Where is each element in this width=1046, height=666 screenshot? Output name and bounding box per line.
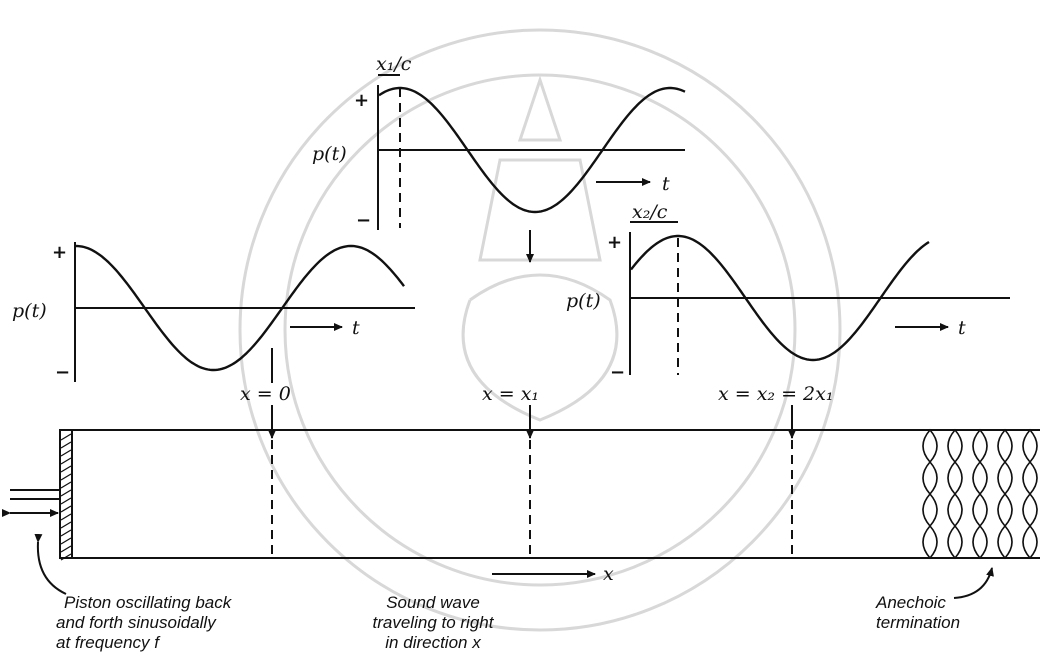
anechoic-wedge bbox=[1022, 460, 1038, 496]
plot-right-plus: + bbox=[607, 232, 622, 253]
anechoic-wedge bbox=[1022, 524, 1038, 560]
anechoic-wedge bbox=[997, 492, 1013, 528]
piston-hatch-line bbox=[60, 433, 72, 441]
caption-wave-line1: Sound wave bbox=[386, 593, 480, 612]
piston-hatch-line bbox=[60, 465, 72, 473]
plot-left-plus: + bbox=[52, 242, 67, 263]
caption-piston-line2: and forth sinusoidally bbox=[56, 613, 217, 632]
plot-top-delay-label: x₁/c bbox=[376, 53, 412, 75]
anechoic-wedge bbox=[922, 492, 938, 528]
anechoic-wedge bbox=[947, 428, 963, 464]
piston-hatch-line bbox=[60, 481, 72, 489]
anechoic-wedge bbox=[1022, 428, 1038, 464]
caption-termination-line1: Anechoic bbox=[875, 593, 946, 612]
anechoic-wedge bbox=[922, 524, 938, 560]
position-label-x2: x = x₂ = 2x₁ bbox=[718, 383, 833, 405]
caption-piston-leader bbox=[34, 533, 67, 595]
caption-piston-line1: Piston oscillating back bbox=[64, 593, 233, 612]
anechoic-wedge bbox=[947, 460, 963, 496]
piston-hatch-line bbox=[60, 529, 72, 537]
caption-piston-line3: at frequency f bbox=[56, 633, 161, 652]
plot-left-p-label: p(t) bbox=[12, 300, 47, 322]
anechoic-wedge bbox=[997, 524, 1013, 560]
piston-hatch-line bbox=[60, 513, 72, 521]
anechoic-wedge bbox=[997, 428, 1013, 464]
piston-hatch-line bbox=[60, 449, 72, 457]
caption-termination: Anechoic termination bbox=[875, 567, 994, 632]
anechoic-wedge bbox=[922, 460, 938, 496]
plot-left-sine-curve bbox=[75, 244, 405, 372]
x-direction-label: x bbox=[603, 563, 614, 585]
anechoic-wedge bbox=[1022, 492, 1038, 528]
caption-termination-leader bbox=[953, 567, 994, 599]
anechoic-wedge bbox=[947, 524, 963, 560]
position-label-x0: x = 0 bbox=[240, 383, 291, 405]
plot-top-sine-curve bbox=[378, 86, 686, 214]
piston-hatch-line bbox=[60, 497, 72, 505]
piston-hatching bbox=[60, 433, 72, 561]
plot-top-plus: + bbox=[354, 90, 369, 111]
plot-left-minus: − bbox=[55, 362, 70, 383]
anechoic-wedges bbox=[922, 428, 1038, 560]
plot-top-minus: − bbox=[356, 210, 371, 231]
position-label-x1: x = x₁ bbox=[482, 383, 539, 405]
caption-termination-line2: termination bbox=[876, 613, 960, 632]
plot-right-p-label: p(t) bbox=[566, 290, 601, 312]
anechoic-wedge bbox=[972, 428, 988, 464]
caption-wave: Sound wave traveling to right in directi… bbox=[373, 593, 495, 652]
piston-hatch-line bbox=[60, 489, 72, 497]
plot-right-sine-curve bbox=[630, 234, 930, 362]
piston-hatch-line bbox=[60, 553, 72, 561]
caption-wave-line2: traveling to right bbox=[373, 613, 495, 632]
piston-hatch-line bbox=[60, 505, 72, 513]
piston-hatch-line bbox=[60, 457, 72, 465]
plot-left: + − p(t) t bbox=[12, 242, 415, 383]
plot-top-t-label: t bbox=[662, 173, 670, 195]
piston-hatch-line bbox=[60, 537, 72, 545]
piston-hatch-line bbox=[60, 521, 72, 529]
watermark-seal bbox=[238, 28, 842, 632]
plot-right-t-label: t bbox=[958, 317, 966, 339]
anechoic-wedge bbox=[972, 492, 988, 528]
anechoic-wedge bbox=[922, 428, 938, 464]
plot-top: x₁/c + − p(t) t bbox=[312, 53, 686, 263]
position-markers: x = 0 x = x₁ x = x₂ = 2x₁ bbox=[240, 383, 833, 439]
anechoic-wedge bbox=[972, 524, 988, 560]
plot-right-minus: − bbox=[610, 362, 625, 383]
piston-hatch-line bbox=[60, 441, 72, 449]
caption-wave-line3: in direction x bbox=[385, 633, 481, 652]
plot-left-t-label: t bbox=[352, 317, 360, 339]
caption-piston: Piston oscillating back and forth sinuso… bbox=[34, 533, 233, 652]
anechoic-wedge bbox=[972, 460, 988, 496]
anechoic-wedge bbox=[997, 460, 1013, 496]
plot-top-p-label: p(t) bbox=[312, 143, 347, 165]
piston-face bbox=[59, 429, 73, 559]
plot-right: x₂/c + − p(t) t bbox=[566, 201, 1010, 383]
plot-right-delay-label: x₂/c bbox=[632, 201, 668, 223]
anechoic-wedge bbox=[947, 492, 963, 528]
piston-hatch-line bbox=[60, 473, 72, 481]
tube bbox=[2, 428, 1040, 561]
piston-hatch-line bbox=[60, 545, 72, 553]
